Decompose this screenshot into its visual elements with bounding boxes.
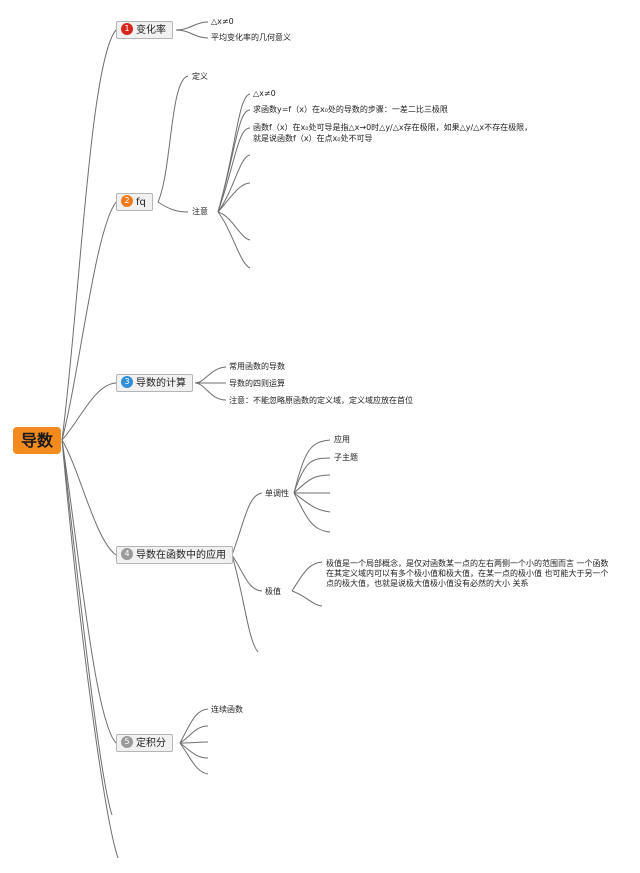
- root-topic[interactable]: 导数: [13, 427, 61, 454]
- topic-label: fq: [136, 197, 146, 208]
- note-derivative-steps[interactable]: 求函数y=f（x）在x₀处的导数的步骤：一差二比三极限: [253, 105, 448, 114]
- connector-mono-6: [293, 492, 331, 533]
- connector-t5-d: [179, 742, 209, 759]
- number-badge-icon: 1: [121, 23, 133, 35]
- subtopic-avg-rate-geometry[interactable]: 平均变化率的几何意义: [211, 33, 291, 42]
- connector-mono-3: [293, 474, 331, 494]
- number-badge-icon: 2: [121, 195, 133, 207]
- monotonic-application[interactable]: 应用: [334, 435, 350, 444]
- topic-label: 导数的计算: [136, 378, 186, 389]
- connector-note-2: [217, 109, 251, 213]
- connector-note-7: [217, 211, 251, 269]
- extremum-note[interactable]: 极值是一个局部概念，是仅对函数某一点的左右两侧一个小的范围而言 一个函数 在其定…: [326, 559, 609, 589]
- connector-t5-c: [179, 741, 209, 744]
- connector-root-topic1: [61, 29, 117, 441]
- connector-t4-extra: [231, 554, 259, 653]
- connector-note-5: [217, 182, 251, 213]
- connector-mono-1: [293, 439, 331, 494]
- connector-t4-ext: [231, 554, 263, 592]
- number-badge-icon: 3: [121, 376, 133, 388]
- number-badge-icon: 5: [121, 736, 133, 748]
- connector-mono-2: [293, 457, 331, 494]
- connector-root-topic5: [61, 439, 117, 744]
- extremum-note-line1: 极值是一个局部概念，是仅对函数某一点的左右两侧一个小的范围而言 一个函数: [326, 559, 609, 568]
- subtopic-common-derivatives[interactable]: 常用函数的导数: [229, 362, 285, 371]
- connector-note-3: [217, 127, 251, 213]
- extremum-note-line3: 点的极大值，也就是说极大值极小值没有必然的大小 关系: [326, 579, 529, 588]
- monotonic-subtopic[interactable]: 子主题: [334, 453, 358, 462]
- connector-root-topic3: [61, 382, 117, 441]
- connector-t3-a: [194, 366, 227, 384]
- connector-t2-def: [157, 75, 189, 203]
- connector-t5-e: [179, 742, 209, 775]
- connector-root-extra-2: [61, 439, 119, 859]
- connector-note-4: [217, 154, 251, 213]
- subtopic-extremum[interactable]: 极值: [265, 587, 281, 596]
- connector-t1-b: [175, 29, 209, 39]
- note-differentiable-line1[interactable]: 函数f（x）在x₀处可导是指△x→0时△y/△x存在极限，如果△y/△x不存在极…: [253, 123, 533, 132]
- connector-root-topic4: [61, 439, 117, 556]
- subtopic-domain-note[interactable]: 注意：不能忽略原函数的定义域，定义域应放在首位: [229, 396, 413, 405]
- subtopic-delta-x[interactable]: △x≠0: [211, 17, 234, 26]
- connector-note-6: [217, 211, 251, 241]
- subtopic-continuous-function[interactable]: 连续函数: [211, 705, 243, 714]
- connector-root-topic2: [61, 201, 117, 441]
- note-differentiable-line2[interactable]: 就是说函数f（x）在点x₀处不可导: [253, 134, 373, 143]
- connector-t5-b: [179, 725, 209, 744]
- connector-ext-1: [291, 561, 323, 592]
- topic-label: 定积分: [136, 738, 166, 749]
- subtopic-definition[interactable]: 定义: [192, 72, 208, 81]
- topic-label: 导数在函数中的应用: [136, 550, 226, 561]
- extremum-note-line2: 在其定义域内可以有多个极小值和极大值，在某一点的极小值 也可能大于另一个: [326, 569, 609, 578]
- connector-t5-a: [179, 708, 209, 744]
- subtopic-monotonicity[interactable]: 单调性: [265, 489, 289, 498]
- connector-t1-a: [175, 21, 209, 31]
- connector-t3-c: [194, 382, 227, 401]
- topic-label: 变化率: [136, 25, 166, 36]
- connector-t4-mono: [231, 492, 263, 556]
- subtopic-arithmetic-rules[interactable]: 导数的四则运算: [229, 379, 285, 388]
- connector-mono-5: [293, 492, 331, 513]
- connector-ext-2: [291, 590, 323, 607]
- connector-root-extra-1: [61, 439, 113, 816]
- subtopic-notes[interactable]: 注意: [192, 207, 208, 216]
- note-delta-x[interactable]: △x≠0: [253, 89, 276, 98]
- connector-t2-note: [157, 201, 189, 213]
- number-badge-icon: 4: [121, 548, 133, 560]
